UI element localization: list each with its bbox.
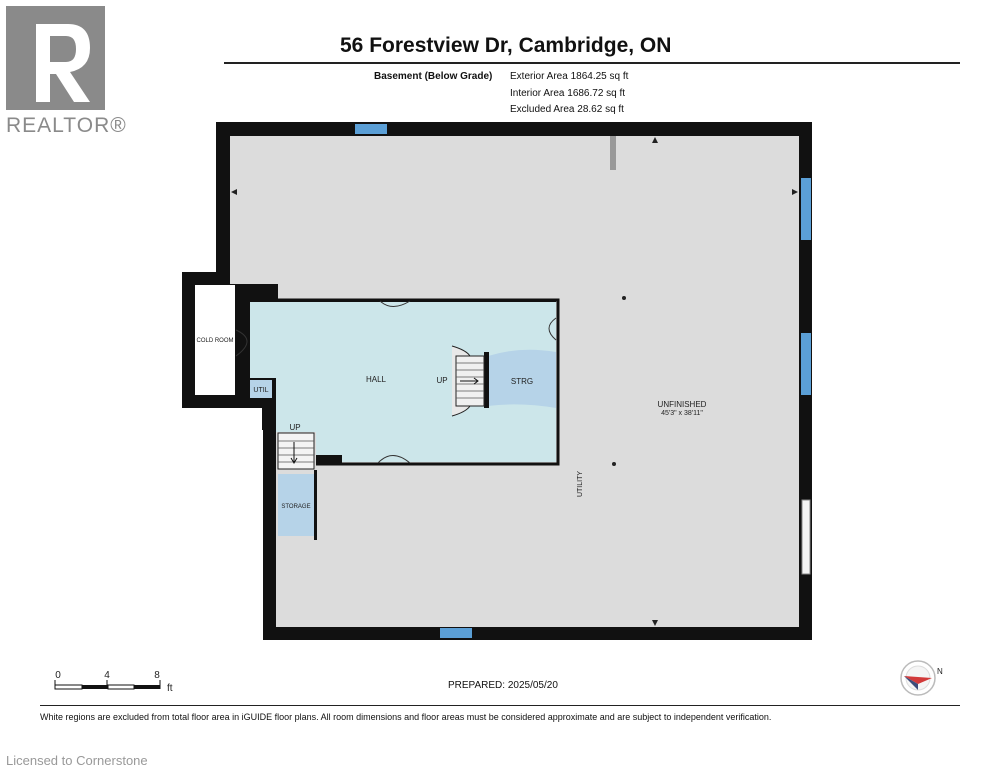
room-label-util: UTIL [253, 387, 268, 394]
scale-tick-label: 0 [55, 670, 61, 681]
room-label-up-main: UP [436, 376, 447, 385]
license-text: Licensed to Cornerstone [6, 753, 148, 768]
room-label-hall: HALL [366, 375, 387, 384]
prepared-date: PREPARED: 2025/05/20 [448, 680, 558, 691]
footer-divider [40, 705, 960, 706]
window [801, 178, 811, 240]
door-opening [801, 499, 811, 575]
room-label-utility: UTILITY [577, 471, 584, 497]
scale-tick-label: 4 [104, 670, 110, 681]
header-divider [224, 62, 960, 64]
room-label-strg: STRG [511, 377, 533, 386]
room-label-unfinished: UNFINISHED [658, 400, 707, 409]
room-dimensions-unfinished: 45'3" x 38'11" [661, 410, 703, 417]
room-label-up-side: UP [289, 423, 300, 432]
scale-bar: 0 4 8 ft [54, 670, 173, 694]
compass-icon: N [900, 660, 943, 696]
exterior-area: Exterior Area 1864.25 sq ft [510, 71, 629, 82]
unfinished-floor [230, 136, 799, 627]
level-label: Basement (Below Grade) [374, 71, 493, 82]
realtor-logo-text: REALTOR® [6, 114, 127, 137]
cold-room [195, 285, 235, 395]
realtor-logo-mark [6, 6, 105, 110]
disclaimer-text: White regions are excluded from total fl… [40, 712, 772, 722]
scale-unit: ft [167, 683, 173, 694]
page-title: 56 Forestview Dr, Cambridge, ON [340, 34, 672, 57]
strg-floor [488, 349, 556, 408]
util-room [250, 380, 272, 398]
scale-tick-label: 8 [154, 670, 160, 681]
main-stairs [451, 345, 485, 417]
excluded-area: Excluded Area 28.62 sq ft [510, 104, 624, 115]
window [440, 628, 472, 638]
room-label-cold-room: COLD ROOM [196, 338, 233, 344]
hall-floor [250, 302, 556, 462]
window [355, 124, 387, 134]
room-label-storage: STORAGE [281, 504, 310, 510]
window [801, 333, 811, 395]
interior-area: Interior Area 1686.72 sq ft [510, 88, 626, 99]
storage-room [278, 474, 314, 536]
side-stairs [277, 432, 315, 470]
compass-label: N [937, 667, 943, 676]
